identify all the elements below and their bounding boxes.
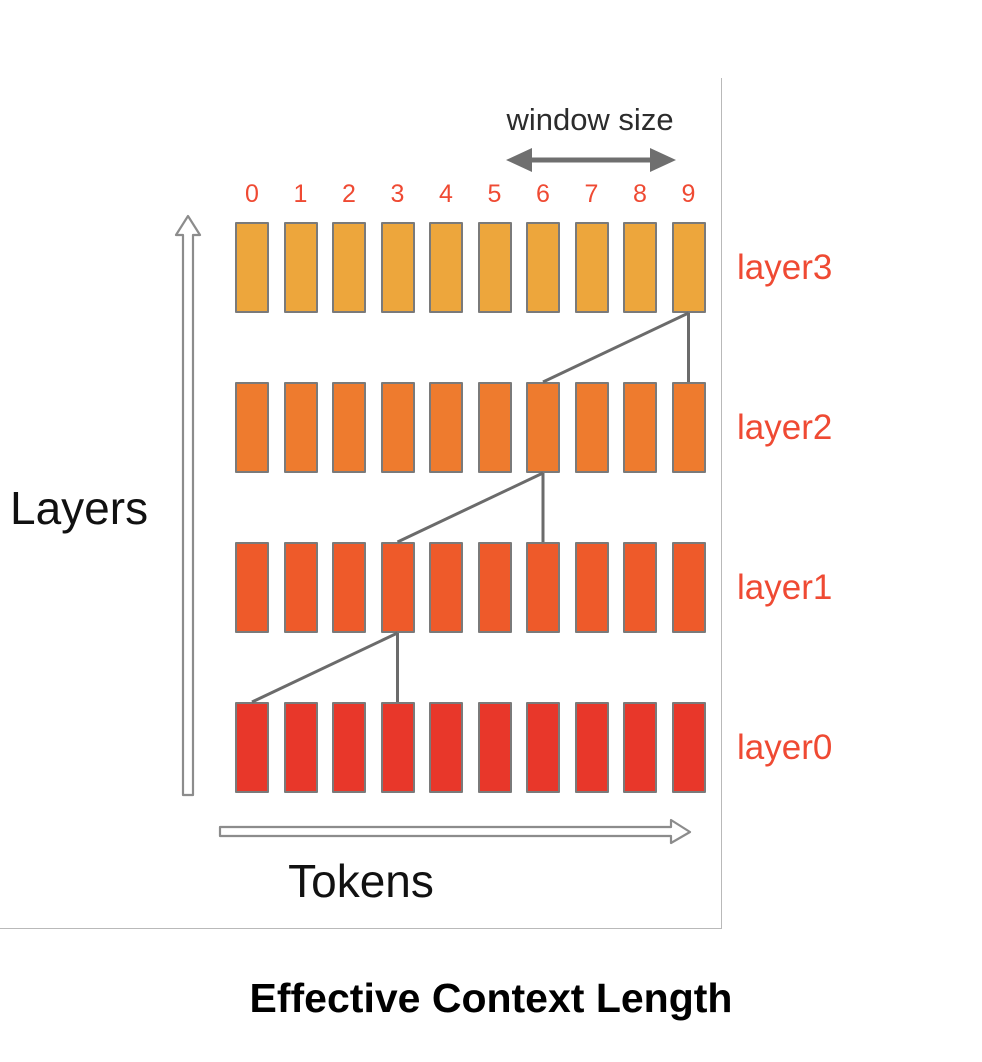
window-size-arrow-icon	[506, 148, 676, 172]
token-bar-layer1-2	[332, 542, 366, 633]
token-index-8: 8	[633, 180, 647, 208]
token-bar-layer2-4	[429, 382, 463, 473]
layers-axis-label: Layers	[10, 482, 149, 534]
token-bar-layer1-1	[283, 542, 318, 633]
token-index-2: 2	[342, 180, 356, 208]
token-index-3: 3	[390, 180, 405, 208]
token-bar-layer3-7	[574, 222, 609, 313]
token-index-7: 7	[584, 180, 599, 208]
attention-connectors	[251, 311, 690, 704]
token-bar-layer2-7	[574, 382, 609, 473]
tokens-axis-label: Tokens	[288, 855, 434, 907]
token-index-0: 0	[245, 180, 259, 208]
layer-label-layer0: layer0	[737, 727, 833, 767]
token-bar-layer3-9	[671, 222, 706, 313]
token-bar-layer0-8	[623, 702, 657, 793]
token-bar-layer0-3	[380, 702, 415, 793]
token-bar-layer0-4	[429, 702, 463, 793]
token-bar-layer3-2	[332, 222, 366, 313]
token-bar-layer2-3	[380, 382, 415, 473]
token-bar-layer3-6	[526, 222, 560, 313]
token-bar-layer2-1	[283, 382, 318, 473]
token-bar-layer0-6	[526, 702, 560, 793]
token-bar-layer2-9	[671, 382, 706, 473]
window-size-label: window size	[506, 102, 674, 137]
token-bar-layer3-5	[477, 222, 512, 313]
frame-right-divider	[721, 78, 722, 929]
token-index-6: 6	[536, 180, 550, 208]
layer-label-layer3: layer3	[737, 247, 833, 287]
token-index-1: 1	[293, 180, 308, 208]
token-index-5: 5	[487, 180, 502, 208]
token-bar-layer2-5	[477, 382, 512, 473]
token-bar-layer0-9	[671, 702, 706, 793]
token-bar-layer1-8	[623, 542, 657, 633]
token-bar-layer0-0	[235, 702, 269, 793]
token-bar-layer2-0	[235, 382, 269, 473]
token-bar-layer3-8	[623, 222, 657, 313]
token-bar-layer2-2	[332, 382, 366, 473]
layer-label-layer2: layer2	[737, 407, 833, 447]
token-bar-layer3-3	[380, 222, 415, 313]
tokens-axis-arrow-icon	[218, 818, 692, 845]
frame-bottom-divider	[0, 928, 722, 929]
token-bar-layer2-8	[623, 382, 657, 473]
token-bar-layer3-0	[235, 222, 269, 313]
connector-layer2-6-to-layer1-3	[396, 471, 544, 544]
layers-axis-arrow-icon	[174, 214, 202, 797]
token-bar-layer1-3	[380, 542, 415, 633]
token-bar-layer3-4	[429, 222, 463, 313]
token-bar-layer1-9	[671, 542, 706, 633]
connector-layer1-3-to-layer0-0	[251, 631, 399, 704]
token-bar-layer0-1	[283, 702, 318, 793]
token-bar-layer0-2	[332, 702, 366, 793]
token-bar-layer1-6	[526, 542, 560, 633]
token-bar-layer3-1	[283, 222, 318, 313]
token-bar-layer1-4	[429, 542, 463, 633]
token-bar-layer0-5	[477, 702, 512, 793]
token-bar-layer1-7	[574, 542, 609, 633]
connector-layer3-9-to-layer2-6	[542, 311, 690, 384]
token-bar-layer1-5	[477, 542, 512, 633]
token-bar-layer0-7	[574, 702, 609, 793]
token-bar-layer1-0	[235, 542, 269, 633]
figure-caption: Effective Context Length	[249, 975, 733, 1021]
layer-label-layer1: layer1	[737, 567, 833, 607]
token-bar-layer2-6	[526, 382, 560, 473]
token-index-4: 4	[439, 180, 453, 208]
token-index-9: 9	[681, 180, 696, 208]
